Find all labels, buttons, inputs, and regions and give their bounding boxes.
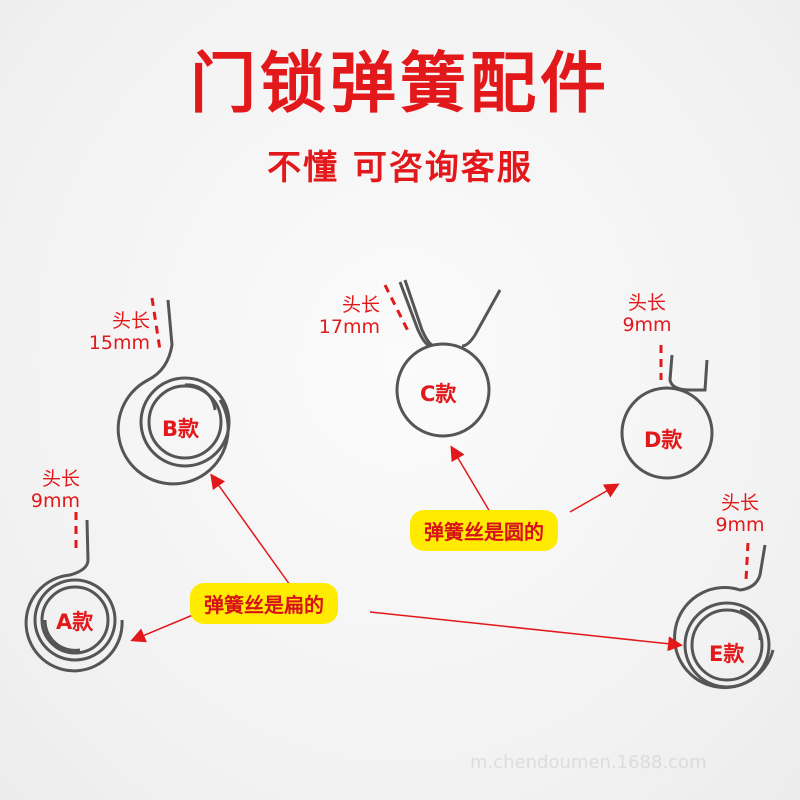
spring-a-code: A款: [56, 610, 94, 634]
spring-a-length-label: 头长 9mm: [30, 468, 80, 512]
head-length-value: 15mm: [88, 332, 150, 354]
head-length-label: 头长: [41, 468, 80, 490]
page-title: 门锁弹簧配件: [190, 45, 610, 122]
head-length-value: 9mm: [715, 514, 765, 536]
spring-d-length-label: 头长 9mm: [612, 292, 682, 336]
spring-d-code: D款: [644, 428, 683, 452]
watermark: m.chendoumen.1688.com: [470, 752, 707, 773]
spring-b-code: B款: [162, 417, 200, 441]
head-length-value: 17mm: [318, 316, 380, 338]
head-length-label: 头长: [720, 492, 759, 514]
head-length-label: 头长: [627, 292, 666, 314]
spring-c-length-label: 头长 17mm: [300, 294, 380, 338]
spring-a: [24, 519, 124, 673]
head-length-value: 9mm: [622, 314, 672, 336]
spring-d: [620, 354, 714, 480]
spring-e: [673, 544, 775, 690]
round-wire-tag: 弹簧丝是圆的: [410, 510, 558, 551]
page-subtitle: 不懂 可咨询客服: [267, 148, 533, 188]
pointer-arrows: [130, 445, 683, 652]
spring-e-length-label: 头长 9mm: [705, 492, 775, 536]
spring-c-code: C款: [420, 382, 457, 406]
head-length-label: 头长: [111, 310, 150, 332]
spring-b-length-label: 头长 15mm: [70, 310, 150, 354]
spring-c: [395, 279, 502, 438]
spring-e-code: E款: [709, 642, 745, 666]
length-markers: [74, 284, 750, 581]
flat-wire-tag: 弹簧丝是扁的: [190, 583, 338, 624]
head-length-value: 9mm: [30, 490, 80, 512]
spring-b: [116, 299, 231, 486]
head-length-label: 头长: [341, 294, 380, 316]
